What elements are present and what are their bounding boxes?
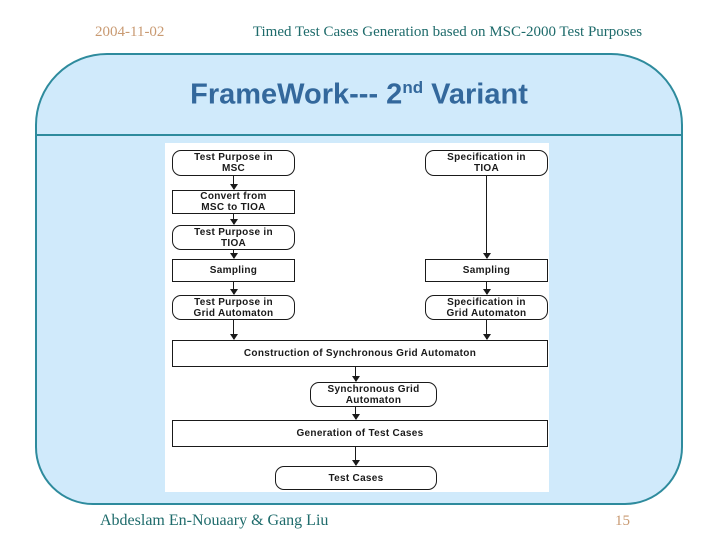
flow-arrow-down	[352, 447, 360, 466]
flow-arrow-down	[229, 282, 238, 295]
header-date: 2004-11-02	[95, 24, 165, 40]
page-number: 15	[615, 513, 630, 529]
slide-title-tail: Variant	[423, 78, 528, 111]
flow-node-construction-sync-grid: Construction of Synchronous Grid Automat…	[172, 340, 548, 367]
slide-body: FrameWork--- 2nd Variant Test Purpose in…	[35, 53, 683, 505]
footer-authors: Abdeslam En-Nouaary & Gang Liu	[100, 512, 329, 529]
flow-arrow-down	[229, 320, 238, 340]
flow-node-specification-grid-automaton: Specification in Grid Automaton	[425, 295, 548, 320]
flow-node-generation-test-cases: Generation of Test Cases	[172, 420, 548, 447]
flow-arrow-down	[482, 176, 491, 259]
flow-arrow-down	[482, 282, 491, 295]
slide-title: FrameWork--- 2nd Variant	[37, 78, 681, 112]
flow-arrow-down	[229, 176, 238, 190]
title-divider	[37, 134, 681, 136]
flow-node-sampling-right: Sampling	[425, 259, 548, 282]
flow-node-specification-tioa: Specification in TIOA	[425, 150, 548, 176]
flowchart-panel: Test Purpose in MSC Convert from MSC to …	[165, 143, 549, 492]
slide-title-superscript: nd	[402, 78, 424, 97]
flow-node-test-purpose-msc: Test Purpose in MSC	[172, 150, 295, 176]
flow-node-test-cases: Test Cases	[275, 466, 437, 490]
flow-node-test-purpose-grid-automaton: Test Purpose in Grid Automaton	[172, 295, 295, 320]
flow-arrow-down	[352, 407, 360, 420]
header-title: Timed Test Cases Generation based on MSC…	[252, 24, 643, 40]
slide-title-main: FrameWork--- 2	[190, 78, 403, 111]
flow-arrow-down	[229, 250, 238, 259]
flow-node-synchronous-grid-automaton: Synchronous Grid Automaton	[310, 382, 437, 407]
footer: Abdeslam En-Nouaary & Gang Liu 15	[100, 512, 630, 530]
flow-arrow-down	[352, 367, 360, 382]
flow-arrow-down	[482, 320, 491, 340]
flow-node-convert-msc-to-tioa: Convert from MSC to TIOA	[172, 190, 295, 214]
flow-node-test-purpose-tioa: Test Purpose in TIOA	[172, 225, 295, 250]
flow-arrow-down	[229, 214, 238, 225]
flow-node-sampling-left: Sampling	[172, 259, 295, 282]
